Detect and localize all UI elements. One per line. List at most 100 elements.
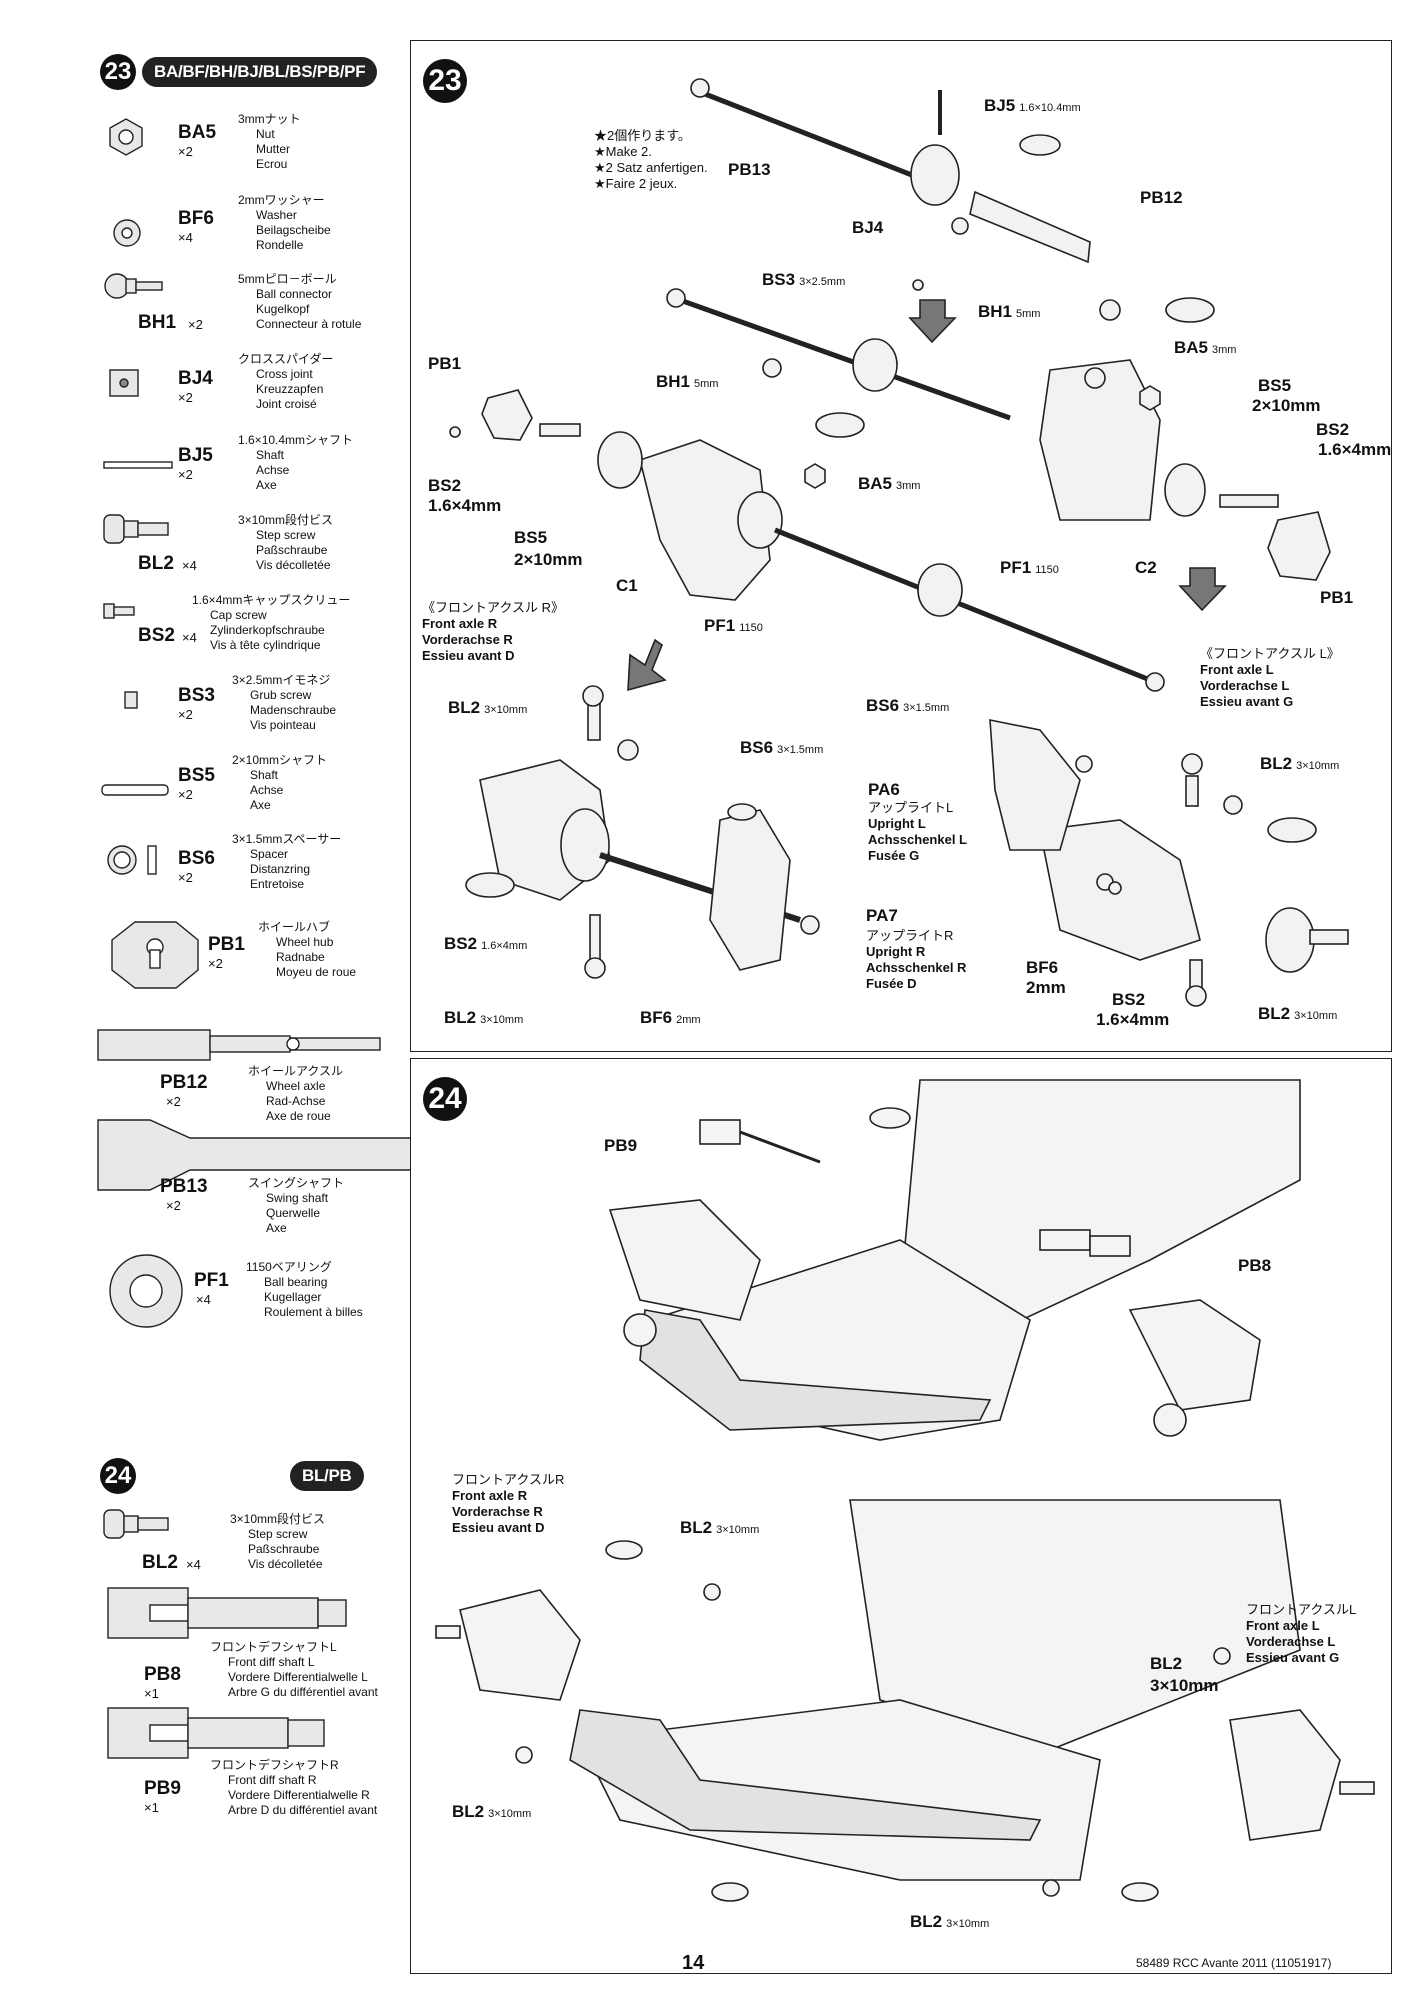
callout-size: 3×10mm: [1296, 760, 1340, 772]
callout-bl2-right-size: 3×10mm: [1150, 1676, 1219, 1696]
part-code: BS3: [178, 685, 215, 706]
part-name-line: Kugellager: [264, 1290, 322, 1304]
callout-code: PF1: [704, 616, 736, 635]
part-name-line: 2×10mmシャフト: [232, 753, 328, 767]
part-name-line: Step screw: [248, 1527, 308, 1541]
part-name-line: 1.6×4mmキャップスクリュー: [192, 593, 351, 607]
callout-size: 3×10mm: [1294, 1010, 1338, 1022]
text-line: Front axle L: [1200, 662, 1274, 677]
part-quantity: ×2: [178, 787, 193, 802]
callout-c2: C2: [1135, 558, 1157, 578]
part-code: BL2: [138, 553, 174, 574]
callout-code: PB9: [604, 1136, 638, 1155]
callout-code: BL2: [1150, 1654, 1183, 1673]
part-name-line: Washer: [256, 208, 297, 222]
callout-code: 2×10mm: [514, 550, 583, 569]
part-name-line: Rad-Achse: [266, 1094, 326, 1108]
callout-code: BL2: [448, 698, 481, 717]
part-code: PB9: [144, 1778, 181, 1799]
bearing-icon: [109, 1254, 183, 1328]
ball-connector-icon: [104, 273, 163, 299]
part-code: BL2: [142, 1552, 178, 1573]
callout-code: 2mm: [1026, 978, 1066, 997]
text-line: 《フロントアクスル R》: [422, 600, 564, 615]
part-name-line: Arbre G du différentiel avant: [228, 1685, 378, 1699]
callout-code: PB13: [728, 160, 771, 179]
part-code: BF6: [178, 208, 214, 229]
part-name-line: 5mmピロ－ボール: [238, 272, 337, 286]
part-name-line: Roulement à billes: [264, 1305, 363, 1319]
text-line: ★Make 2.: [594, 144, 652, 159]
part-name-line: Shaft: [256, 448, 285, 462]
callout-code: BS5: [1258, 376, 1292, 395]
part-quantity: ×4: [186, 1557, 201, 1572]
part-name-line: Spacer: [250, 847, 289, 861]
part-name-line: Querwelle: [266, 1206, 321, 1220]
text-line: Fusée D: [866, 976, 917, 991]
callout-code: PB12: [1140, 188, 1183, 207]
callout-bs2-left-size: 1.6×4mm: [1318, 440, 1391, 460]
step-23-panel-number: 23: [423, 59, 467, 103]
callout-code: PB1: [428, 354, 462, 373]
callout-size: 3×10mm: [484, 704, 528, 716]
part-name-line: Mutter: [256, 142, 291, 156]
part-name-line: Vis décolletée: [248, 1557, 323, 1571]
callout-bs2-l-bottom-size: 1.6×4mm: [1096, 1010, 1169, 1030]
text-line: Essieu avant D: [422, 648, 515, 663]
text-line: Achsschenkel R: [866, 960, 967, 975]
text-line: Essieu avant D: [452, 1520, 545, 1535]
callout-bs2-right-size: 1.6×4mm: [428, 496, 501, 516]
part-name-line: Radnabe: [276, 950, 325, 964]
callout-bl2-right: BL2: [1150, 1654, 1182, 1674]
part-quantity: ×4: [178, 230, 193, 245]
part-quantity: ×2: [208, 956, 223, 971]
text-line: Essieu avant G: [1200, 694, 1294, 709]
callout-size: 2mm: [676, 1014, 701, 1026]
text-line: ★2個作ります。: [594, 128, 691, 143]
shaft-icon: [101, 784, 169, 796]
callout-pa6: PA6: [868, 780, 900, 800]
part-quantity: ×1: [144, 1800, 159, 1815]
part-name-line: フロントデフシャフトL: [210, 1640, 337, 1654]
callout-pa7: PA7: [866, 906, 898, 926]
part-name-line: Vordere Differentialwelle L: [228, 1670, 368, 1684]
callout-bf6-l-size: 2mm: [1026, 978, 1066, 998]
part-name-line: スイングシャフト: [248, 1176, 345, 1190]
callout-size: 5mm: [694, 378, 719, 390]
part-name-line: Ball bearing: [264, 1275, 328, 1289]
text-line: フロントアクスルR: [452, 1472, 565, 1487]
text-line: Essieu avant G: [1246, 1650, 1340, 1665]
part-code: PF1: [194, 1270, 229, 1291]
callout-pb12: PB12: [1140, 188, 1183, 208]
part-name-line: Nut: [256, 127, 275, 141]
callout-code: BH1: [656, 372, 691, 391]
part-code: PB8: [144, 1664, 181, 1685]
part-name-line: Paßschraube: [256, 543, 328, 557]
text-line: Front axle R: [452, 1488, 528, 1503]
callout-bs5-left-size: 2×10mm: [1252, 396, 1321, 416]
callout-size: 3×1.5mm: [777, 744, 824, 756]
callout-code: BL2: [910, 1912, 943, 1931]
cap-screw-icon: [103, 603, 135, 619]
part-name-line: ホイールハブ: [258, 920, 331, 934]
